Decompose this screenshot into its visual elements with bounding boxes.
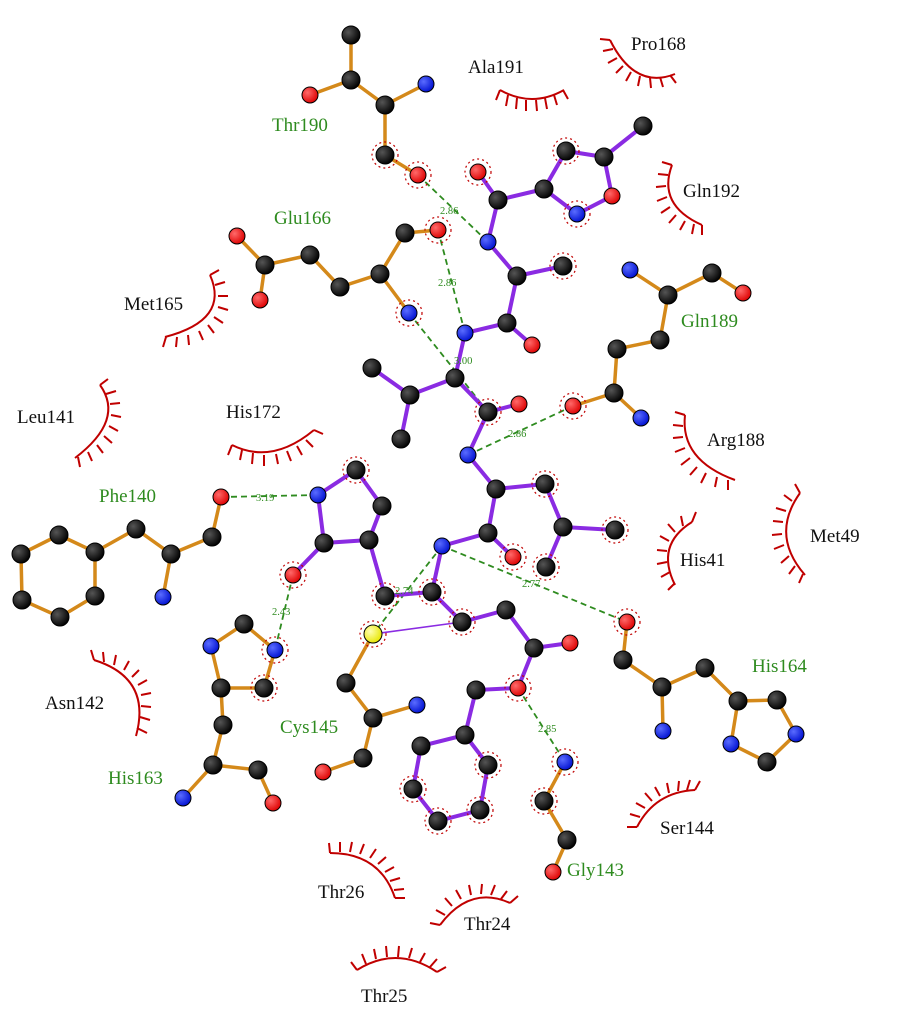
- label-asn142: Asn142: [45, 693, 104, 714]
- hydrophobic-arcs: [74, 38, 806, 973]
- distance-his164: 2.77: [522, 579, 540, 590]
- arc-asn142: [90, 649, 152, 737]
- label-arg188: Arg188: [707, 430, 765, 451]
- arc-his172: [227, 429, 324, 466]
- ligand-carbon-atoms: [314, 116, 653, 831]
- hbond-gly143: [517, 687, 566, 763]
- sulfur-atom: [363, 624, 383, 644]
- residue-bonds: [19, 33, 799, 874]
- distance-glu166-o: 2.86: [438, 278, 456, 289]
- label-his164: His164: [752, 656, 807, 677]
- label-gln189: Gln189: [681, 311, 738, 332]
- label-gly143: Gly143: [567, 860, 624, 881]
- label-cys145: Cys145: [280, 717, 338, 738]
- hbond-glu166-o: [437, 229, 466, 334]
- label-met49: Met49: [810, 526, 860, 547]
- residue-carbon-atoms: [11, 25, 787, 850]
- arc-leu141: [74, 378, 122, 468]
- hbond-his164: [441, 545, 628, 623]
- distance-his163: 2.43: [272, 607, 290, 618]
- arc-thr26: [328, 841, 405, 899]
- label-met165: Met165: [124, 294, 183, 315]
- arc-gln192: [655, 161, 703, 235]
- nitrogen-atoms: [154, 75, 805, 807]
- covalent-link-cys145: [372, 621, 463, 635]
- label-thr24: Thr24: [464, 914, 511, 935]
- label-leu141: Leu141: [17, 407, 75, 428]
- arc-arg188: [672, 411, 736, 490]
- arc-ser144: [627, 779, 701, 828]
- atom-contact-ticks: [250, 137, 641, 835]
- label-his41: His41: [680, 550, 725, 571]
- arc-pro168: [599, 38, 677, 89]
- distance-gly143: 2.85: [538, 724, 556, 735]
- label-pro168: Pro168: [631, 34, 686, 55]
- hbond-glu166-n: [408, 312, 489, 413]
- hydrogen-bonds: [220, 174, 628, 763]
- hbond-cys145: [372, 545, 443, 635]
- distance-thr190: 2.86: [440, 206, 458, 217]
- label-ala191: Ala191: [468, 57, 524, 78]
- label-ser144: Ser144: [660, 818, 714, 839]
- oxygen-atoms: [212, 86, 752, 881]
- distance-cys145: 2.74: [395, 586, 414, 597]
- atoms: [11, 25, 805, 881]
- label-thr190: Thr190: [272, 115, 328, 136]
- arc-met49: [771, 483, 806, 584]
- label-his163: His163: [108, 768, 163, 789]
- hbond-his163: [274, 574, 294, 651]
- distance-phe140: 3.19: [256, 493, 274, 504]
- distance-labels: 2.86 2.86 3.00 2.86 3.19 2.43 2.74 2.77 …: [256, 206, 556, 735]
- label-phe140: Phe140: [99, 486, 156, 507]
- arc-thr24: [429, 883, 519, 926]
- distance-glu166-n: 3.00: [454, 356, 472, 367]
- arc-thr25: [350, 945, 447, 973]
- hbond-residue-labels: Thr190 Glu166 Gln189 Phe140 His164 Cys14…: [99, 115, 807, 881]
- arc-ala191: [495, 89, 569, 112]
- hydrophobic-residue-labels: Ala191 Pro168 Gln192 Met165 Leu141 His17…: [17, 34, 860, 1007]
- label-thr26: Thr26: [318, 882, 364, 903]
- label-gln192: Gln192: [683, 181, 740, 202]
- arc-met165: [162, 269, 229, 348]
- arc-his41: [656, 511, 697, 591]
- hbond-thr190: [417, 174, 489, 243]
- ligand-bonds: [291, 124, 645, 824]
- distance-gln189: 2.86: [508, 429, 526, 440]
- label-his172: His172: [226, 402, 281, 423]
- label-thr25: Thr25: [361, 986, 407, 1007]
- label-glu166: Glu166: [274, 208, 331, 229]
- hbond-phe140: [220, 494, 319, 498]
